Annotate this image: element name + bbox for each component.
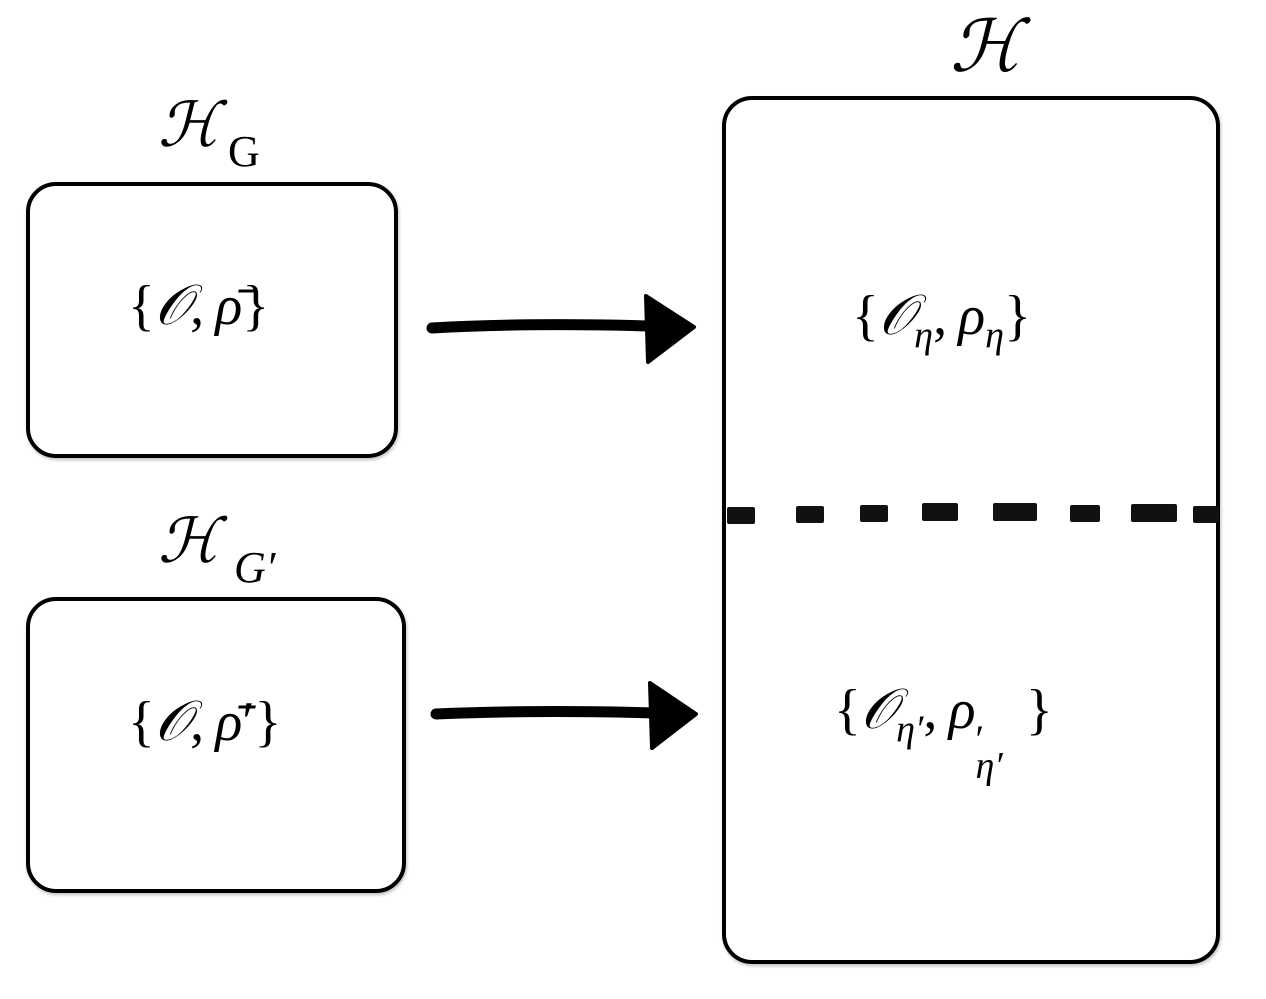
hg-formula: {𝒪, ρ̄} [128, 275, 270, 337]
hgprime-box [26, 597, 406, 893]
observable-symbol: 𝒪 [154, 689, 191, 754]
rho-symbol: ρ [948, 679, 976, 741]
hg-label-subscript: G [228, 127, 260, 176]
rho-symbol: ρ [958, 285, 986, 347]
brace-open: { [834, 679, 861, 741]
dash-4 [922, 503, 958, 521]
brace-open: { [128, 691, 155, 753]
eta-prime-subscript: η′ [975, 745, 1003, 788]
observable-symbol: 𝒪 [878, 283, 915, 348]
big-hilbert-space-label: ℋ [950, 4, 1022, 88]
dash-7 [1131, 504, 1177, 522]
h-top-formula: {𝒪η, ρη} [852, 285, 1031, 355]
bottom-arrow [430, 681, 698, 750]
hg-label: ℋ [158, 88, 220, 161]
comma: , [933, 285, 948, 347]
hg-box [26, 182, 398, 458]
rho-bar-symbol: ρ̄ [215, 691, 243, 753]
hgprime-formula: {𝒪, ρ̄′} [128, 691, 282, 753]
prime-mark: ′ [975, 718, 985, 762]
prime-mark: ′ [242, 691, 255, 753]
comma: , [923, 679, 938, 741]
dash-3 [860, 505, 888, 522]
dash-1 [727, 507, 755, 524]
eta-subscript: η [985, 314, 1005, 357]
dash-6 [1070, 505, 1100, 522]
hgprime-label: ℋ [158, 504, 220, 577]
eta-subscript: η [914, 314, 934, 357]
top-arrow [426, 294, 696, 364]
dash-8 [1193, 506, 1219, 523]
brace-close: } [254, 691, 282, 753]
dash-5 [993, 503, 1037, 521]
comma: , [190, 691, 205, 753]
brace-close: } [1004, 285, 1031, 347]
brace-close: } [242, 275, 270, 337]
brace-close: } [1025, 679, 1053, 741]
dash-2 [796, 506, 824, 523]
rho-bar-symbol: ρ̄ [215, 275, 243, 337]
h-bottom-formula: {𝒪η′, ρ′η′} [834, 679, 1053, 786]
observable-symbol: 𝒪 [860, 677, 897, 742]
eta-prime-subscript: η′ [896, 708, 924, 751]
brace-open: { [852, 285, 879, 347]
dashed-divider [727, 503, 1219, 524]
hgprime-label-subscript: G′ [234, 543, 276, 592]
brace-open: { [128, 275, 155, 337]
observable-symbol: 𝒪 [154, 273, 191, 338]
h-box [722, 96, 1220, 964]
comma: , [190, 275, 205, 337]
